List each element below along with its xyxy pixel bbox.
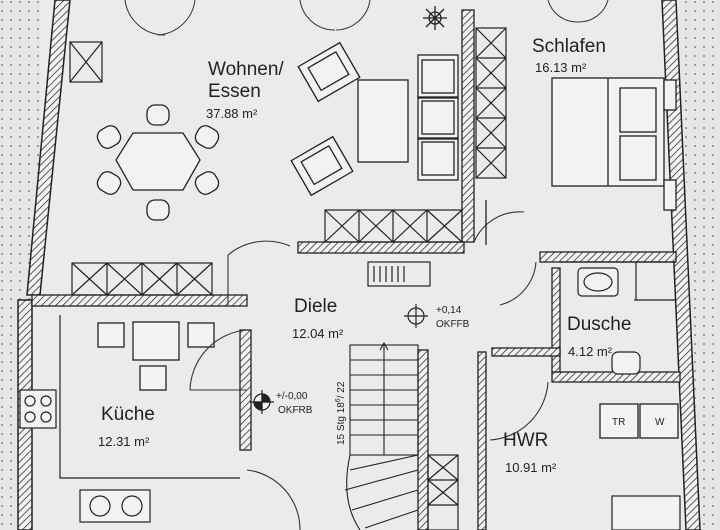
coffee-table — [357, 79, 409, 163]
room-name-dusche: Dusche — [567, 314, 631, 335]
coat-closet — [367, 261, 431, 287]
dining-set — [96, 104, 220, 221]
kitchen-sink — [79, 489, 151, 523]
interior-walls — [31, 9, 681, 530]
washer — [639, 403, 679, 439]
room-area-schlafen: 16.13 m² — [535, 60, 587, 75]
hwr-tank — [611, 495, 681, 530]
interior-area — [28, 0, 700, 530]
sofa — [417, 54, 459, 181]
level-value-diele: +0,14 — [436, 305, 462, 316]
level-ref-diele: OKFFB — [436, 319, 470, 330]
plant-symbol — [423, 6, 447, 30]
hwr-shelf — [427, 454, 459, 530]
room-area-wohnen: 37.88 m² — [206, 106, 258, 121]
stair-rest: / 22 — [336, 381, 347, 398]
living-sideboard — [324, 209, 463, 243]
room-name-schlafen: Schlafen — [532, 36, 606, 57]
level-marker-kueche — [250, 390, 274, 414]
door-swings — [189, 211, 549, 530]
dryer — [599, 403, 639, 439]
bed — [551, 77, 677, 211]
thin-partitions — [485, 200, 676, 301]
stove — [19, 389, 57, 429]
room-area-kueche: 12.31 m² — [98, 434, 150, 449]
room-area-dusche: 4.12 m² — [568, 344, 613, 359]
level-marker-diele — [404, 304, 428, 328]
kitchen-wall-cabinets — [71, 262, 213, 296]
window-openings — [124, 0, 609, 36]
room-name-kueche: Küche — [101, 404, 155, 425]
dryer-label: TR — [612, 417, 625, 428]
armchairs — [290, 41, 361, 197]
stair-label: 15 Stg 186/ 22 — [335, 381, 347, 445]
room-name-essen: Essen — [208, 81, 261, 102]
kitchen-counter — [59, 315, 240, 479]
bedroom-wardrobe — [475, 27, 507, 179]
corner-cabinet — [69, 41, 103, 83]
washer-label: W — [655, 417, 665, 428]
laundry-appliances — [599, 403, 679, 439]
kitchen-table — [97, 321, 215, 391]
svg-text:15 Stg 186/ 22: 15 Stg 186/ 22 — [335, 381, 347, 445]
room-area-hwr: 10.91 m² — [505, 460, 557, 475]
stair-count: 15 Stg 18 — [336, 402, 347, 445]
room-name-hwr: HWR — [503, 430, 548, 451]
room-area-diele: 12.04 m² — [292, 326, 344, 341]
shower-fixtures — [577, 262, 641, 375]
staircase — [344, 341, 419, 530]
stair-sup: 6 — [335, 398, 342, 402]
room-name-diele: Diele — [294, 296, 337, 317]
room-name-wohnen: Wohnen/ — [208, 59, 284, 80]
level-value-kueche: +/-0,00 — [276, 391, 308, 402]
level-ref-kueche: OKFRB — [278, 405, 313, 416]
